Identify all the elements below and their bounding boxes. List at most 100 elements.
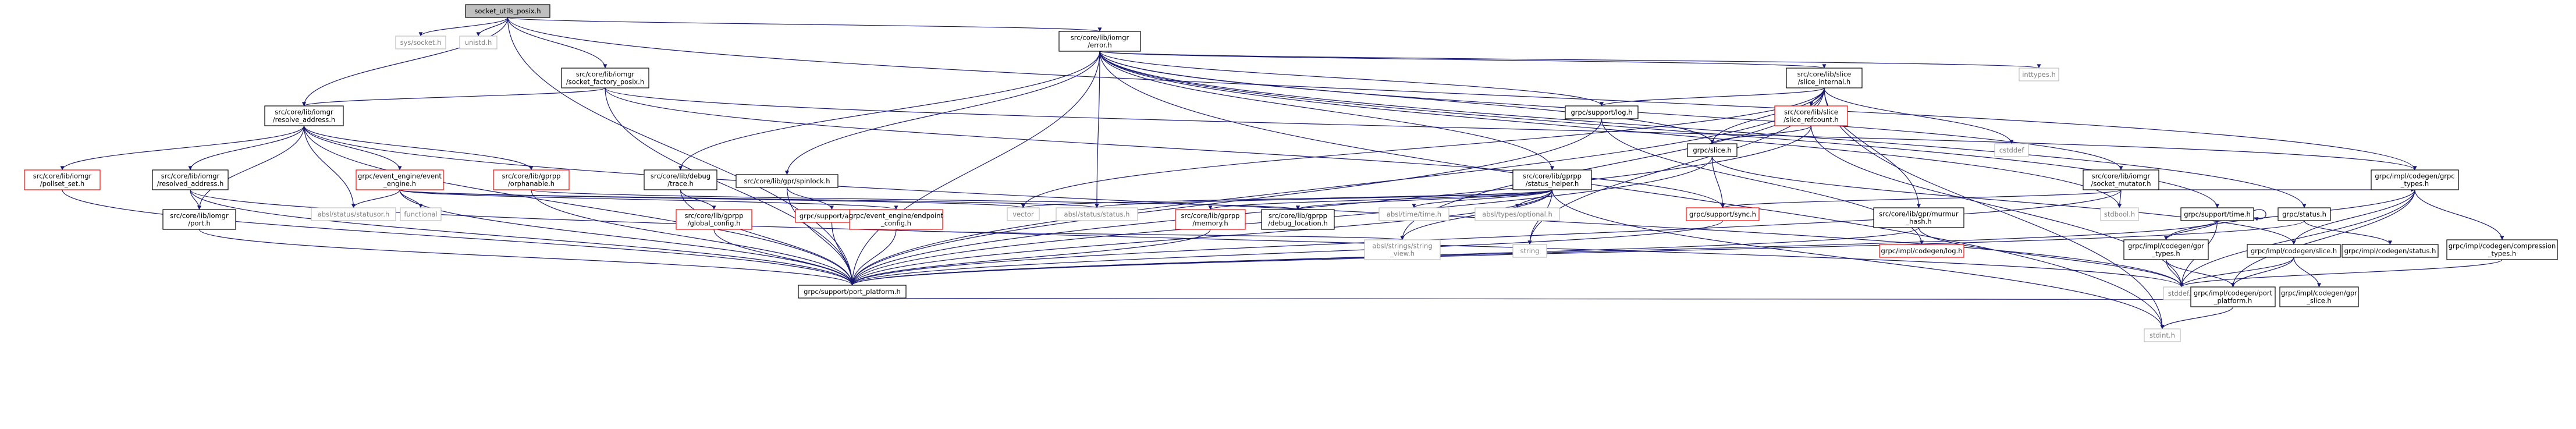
edge-debug_trace-to-port_platform [680,189,854,286]
node-debug_trace[interactable]: src/core/lib/debug/trace.h [644,169,717,190]
node-compression_types[interactable]: grpc/impl/codegen/compression_types.h [2446,239,2558,260]
node-support_log[interactable]: grpc/support/log.h [1565,105,1639,119]
node-spinlock[interactable]: src/core/lib/gpr/spinlock.h [736,174,838,188]
node-box-support_log [1565,105,1639,119]
node-resolve_address[interactable]: src/core/lib/iomgr/resolve_address.h [264,105,344,126]
node-label-socket_factory_posix: /socket_factory_posix.h [566,78,644,86]
edge-socket_factory_posix-to-port_platform [605,87,854,286]
node-gpr_slice[interactable]: grpc/impl/codegen/gpr_slice.h [2279,286,2359,307]
node-grpc_types[interactable]: grpc/impl/codegen/grpc_types.h [2371,169,2459,190]
node-box-event_engine [356,169,444,190]
edge-error-to-status_helper [1099,51,1554,171]
edge-socket_factory_posix-to-support_sync [605,87,1725,208]
node-gpr_types[interactable]: grpc/impl/codegen/gpr_types.h [2123,239,2209,260]
node-label-gpr_types: grpc/impl/codegen/gpr [2128,242,2204,250]
edge-atm-to-port_platform [831,222,854,286]
node-status_helper[interactable]: src/core/lib/gprpp/status_helper.h [1512,169,1592,190]
node-box-support_sync [1686,207,1760,221]
edge-slice_internal-to-port_platform [850,87,1825,286]
node-label-pollset_set: src/core/lib/iomgr [33,172,92,180]
node-socket_utils_posix[interactable]: socket_utils_posix.h [465,4,550,18]
edge-status_helper-to-absl_status [1095,189,1553,208]
node-label-compression_types: _types.h [2488,250,2516,258]
node-socket_mutator[interactable]: src/core/lib/iomgr/socket_mutator.h [2083,169,2159,190]
node-box-global_config [676,209,752,230]
node-vector: vector [1007,207,1040,221]
node-label-orphanable: /orphanable.h [508,180,555,188]
node-codegen_log[interactable]: grpc/impl/codegen/log.h [1879,244,1964,258]
edge-error-to-spinlock [785,51,1100,175]
node-label-grpc_types: grpc/impl/codegen/grpc [2375,172,2454,180]
node-box-stdbool [2100,207,2139,221]
node-label-gprpp_memory: /memory.h [1192,219,1228,228]
node-box-codegen_slice [2247,244,2341,258]
node-global_config[interactable]: src/core/lib/gprpp/global_config.h [676,209,752,230]
node-label-murmur_hash: src/core/lib/gpr/murmur [1879,210,1959,218]
edge-status_helper-to-stdint [1551,189,2165,329]
node-box-support_time [2180,207,2254,221]
edge-resolve_address-to-pollset_set [60,125,305,171]
node-label-port: /port.h [188,219,210,228]
node-label-resolved_address: src/core/lib/iomgr [161,172,220,180]
node-label-support_log: grpc/support/log.h [1571,108,1632,116]
node-box-grpc_types [2371,169,2459,190]
node-port_platform[interactable]: grpc/support/port_platform.h [798,285,907,299]
node-label-endpoint_config: _config.h [880,219,911,228]
node-debug_location[interactable]: src/core/lib/gprpp/debug_location.h [1261,209,1335,230]
node-label-support_time: grpc/support/time.h [2184,210,2250,218]
node-grpc_status[interactable]: grpc/status.h [2277,207,2331,221]
edge-socket_utils_posix-to-resolve_address [302,17,509,107]
node-event_engine[interactable]: grpc/event_engine/event_engine.h [356,169,444,190]
edge-status_helper-to-absl_time [1412,189,1553,208]
node-endpoint_config[interactable]: grpc/event_engine/endpoint_config.h [849,209,944,230]
edge-slice_refcount-to-grpc_slice [1710,125,1812,144]
node-label-resolve_address: /resolve_address.h [273,116,335,124]
node-socket_factory_posix[interactable]: src/core/lib/iomgr/socket_factory_posix.… [561,68,649,88]
node-box-socket_utils_posix [465,4,550,18]
node-orphanable[interactable]: src/core/lib/gprpp/orphanable.h [493,169,570,190]
node-grpc_slice[interactable]: grpc/slice.h [1687,143,1738,157]
node-resolved_address[interactable]: src/core/lib/iomgr/resolved_address.h [152,169,229,190]
edge-error-to-inttypes [1099,51,2041,69]
node-label-absl_optional: absl/types/optional.h [1482,210,1552,218]
node-label-absl_status: absl/status/status.h [1064,210,1130,218]
node-label-unistd: unistd.h [465,38,492,47]
node-murmur_hash[interactable]: src/core/lib/gpr/murmur_hash.h [1873,207,1964,228]
node-box-codegen_port_platform [2190,286,2276,307]
node-label-debug_trace: src/core/lib/debug [651,172,710,180]
node-label-event_engine: grpc/event_engine/event [358,172,442,180]
node-label-resolve_address: src/core/lib/iomgr [275,108,333,116]
node-label-inttypes: inttypes.h [2022,70,2056,79]
node-gprpp_memory[interactable]: src/core/lib/gprpp/memory.h [1175,209,1246,230]
node-label-cstddef: cstddef [1999,146,2024,154]
node-label-grpc_types: _types.h [2400,180,2429,188]
node-box-port_platform [798,285,907,299]
node-error[interactable]: src/core/lib/iomgr/error.h [1058,31,1141,52]
edge-support_time-to-gpr_types [2164,220,2218,240]
edge-error-to-absl_status [1095,51,1100,208]
node-codegen_slice[interactable]: grpc/impl/codegen/slice.h [2247,244,2341,258]
node-box-codegen_status [2342,244,2439,258]
edge-error-to-debug_trace [678,51,1100,171]
node-pollset_set[interactable]: src/core/lib/iomgr/pollset_set.h [24,169,101,190]
node-codegen_status[interactable]: grpc/impl/codegen/status.h [2342,244,2439,258]
edge-error-to-grpc_status [1099,51,2307,208]
edge-grpc_types-to-codegen_port_platform [2231,189,2415,288]
node-support_time[interactable]: grpc/support/time.h [2180,207,2254,221]
node-label-codegen_port_platform: grpc/impl/codegen/port [2194,289,2273,297]
edge-resolve_address-to-resolved_address [188,125,305,171]
edge-error-to-port_platform [850,51,1100,286]
node-slice_refcount[interactable]: src/core/lib/slice/slice_refcount.h [1774,105,1848,126]
node-box-debug_location [1261,209,1335,230]
node-port[interactable]: src/core/lib/iomgr/port.h [162,209,236,230]
node-support_sync[interactable]: grpc/support/sync.h [1686,207,1760,221]
node-box-murmur_hash [1873,207,1964,228]
edge-socket_mutator-to-stdbool [2117,189,2122,208]
node-box-gpr_slice [2279,286,2359,307]
node-box-codegen_log [1879,244,1964,258]
node-codegen_port_platform[interactable]: grpc/impl/codegen/port_platform.h [2190,286,2276,307]
node-slice_internal[interactable]: src/core/lib/slice/slice_internal.h [1786,68,1863,88]
node-inttypes: inttypes.h [2019,68,2059,81]
edge-socket_mutator-to-port_platform [850,189,2122,286]
